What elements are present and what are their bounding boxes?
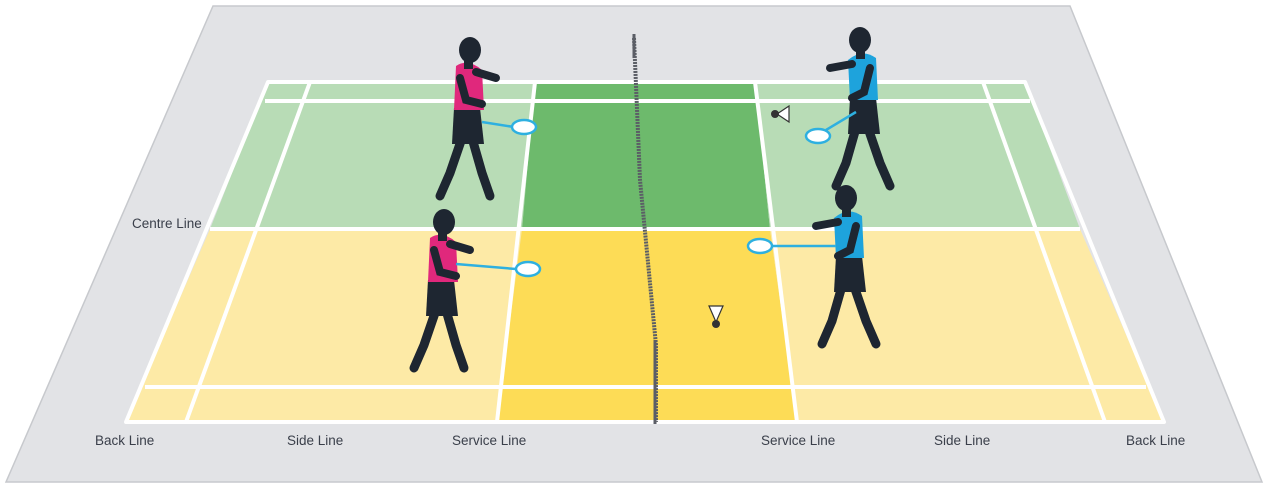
court-zones <box>126 82 1164 422</box>
side-line-right <box>981 81 1107 423</box>
back-court-middle <box>522 82 770 229</box>
court-lines <box>124 80 1166 424</box>
side-line-label-left: Side Line <box>287 433 343 448</box>
front-court-right <box>770 229 1164 422</box>
back-line-label-right: Back Line <box>1126 433 1185 448</box>
front-court-left <box>126 229 522 422</box>
side-line-label-right: Side Line <box>934 433 990 448</box>
service-line-label-right: Service Line <box>761 433 835 448</box>
centre-line-label: Centre Line <box>132 216 202 231</box>
service-line-left <box>495 81 537 423</box>
player-blue-back <box>804 27 890 186</box>
side-line-left <box>184 81 312 423</box>
player-blue-front <box>746 185 876 344</box>
court-outline <box>124 80 1166 424</box>
player-pink-front <box>414 209 542 368</box>
front-court-middle <box>497 229 797 422</box>
service-line-label-left: Service Line <box>452 433 526 448</box>
back-court-right <box>755 82 1080 229</box>
player-pink-back <box>440 37 538 196</box>
back-line-label-left: Back Line <box>95 433 154 448</box>
shuttlecock-icon <box>708 305 724 328</box>
net <box>632 34 658 424</box>
shuttlecock-icon <box>771 104 790 124</box>
service-line-right <box>753 81 799 423</box>
